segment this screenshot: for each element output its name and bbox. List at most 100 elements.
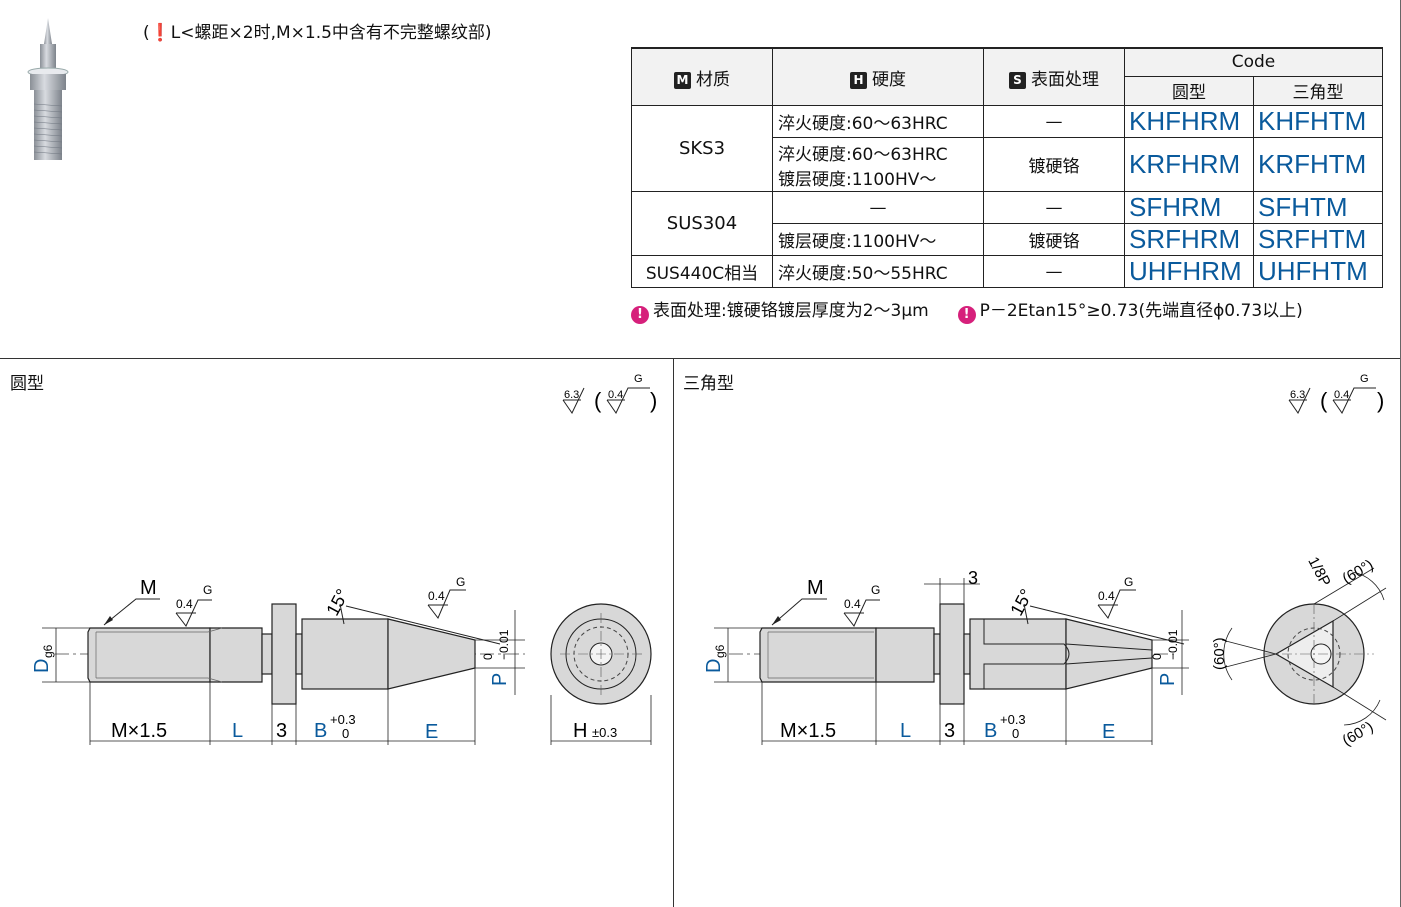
hardness-cell: 淬火硬度:50～55HRC	[772, 255, 984, 288]
surface-cell: —	[983, 191, 1125, 224]
dim-B: B	[314, 720, 327, 742]
code-cell: SRFHTM	[1253, 223, 1383, 256]
dim-3: 3	[276, 720, 287, 742]
header-code-round: 圆型	[1124, 75, 1254, 107]
surface-note: 表面处理:镀硬铬镀层厚度为2～3μm	[653, 301, 929, 321]
finish-callout: 0.4 G	[1097, 575, 1136, 619]
surface-cell: 镀硬铬	[983, 223, 1125, 256]
header-code-triangle: 三角型	[1253, 75, 1383, 107]
svg-text:G: G	[1360, 373, 1369, 385]
product-image	[27, 18, 69, 160]
dim-H: H	[573, 720, 587, 742]
round-drawing: 6.3 ( 0.4 G ) M 0.4 G 15° 0.4	[31, 373, 657, 745]
tip-tol-upper: 0	[1150, 653, 1164, 660]
dim-E: E	[425, 721, 438, 743]
header-code: Code	[1124, 46, 1383, 77]
material-cell: SUS304	[631, 191, 773, 256]
dim-B-upper: +0.3	[330, 712, 356, 727]
dim-H-tol: ±0.3	[592, 725, 617, 740]
svg-text:): )	[650, 388, 657, 413]
hardness-cell: 镀层硬度:1100HV～	[772, 223, 984, 256]
code-cell: UHFHRM	[1124, 255, 1254, 288]
tip-tol-upper: 0	[481, 653, 495, 660]
hardness-cell: 淬火硬度:60～63HRC	[772, 105, 984, 138]
tip-dimension	[475, 610, 525, 695]
svg-text:G: G	[1124, 575, 1133, 589]
code-cell: SRFHRM	[1124, 223, 1254, 256]
end-angle-2: (60°)	[1340, 556, 1377, 587]
notes: !表面处理:镀硬铬镀层厚度为2～3μm !P－2Etan15°≥0.73(先端直…	[631, 296, 1303, 324]
svg-text:0.4: 0.4	[608, 389, 623, 401]
end-view-triangle	[1221, 567, 1387, 726]
length-dimensions	[89, 668, 652, 745]
tip-note: P－2Etan15°≥0.73(先端直径ϕ0.73以上)	[979, 301, 1303, 321]
code-cell: SFHRM	[1124, 191, 1254, 224]
tip-label: P	[489, 673, 511, 686]
end-angle-1: (60°)	[1211, 637, 1228, 670]
finish-callout: 0.4 G	[427, 575, 466, 619]
dim-L: L	[900, 720, 911, 742]
surface-cell: —	[983, 255, 1125, 288]
thread-callout: M 0.4 G	[103, 577, 212, 627]
triangle-drawing: 6.3 ( 0.4 G ) M 0.4 G 3	[703, 373, 1387, 749]
dim-3: 3	[944, 720, 955, 742]
dim-B-lower: 0	[342, 726, 349, 741]
end-angle-3: (60°)	[1340, 718, 1377, 749]
svg-text:G: G	[634, 373, 643, 385]
svg-text:0.4: 0.4	[176, 597, 193, 611]
code-cell: KRFHTM	[1253, 137, 1383, 192]
tip-dimension	[1152, 610, 1189, 695]
top-dim-3	[924, 578, 980, 604]
svg-text:0.4: 0.4	[844, 597, 861, 611]
svg-text:(: (	[1320, 388, 1328, 413]
end-1-8P: 1/8P	[1304, 554, 1333, 589]
svg-text:6.3: 6.3	[1290, 389, 1305, 401]
svg-text:0.4: 0.4	[1334, 389, 1349, 401]
tip-label: P	[1157, 673, 1179, 686]
code-cell: UHFHTM	[1253, 255, 1383, 288]
tip-tol-lower: −0.01	[497, 629, 511, 660]
dim-thread: M×1.5	[111, 720, 167, 742]
hardness-badge: H	[850, 71, 867, 89]
dim-top3: 3	[968, 568, 978, 588]
end-view-round	[550, 603, 652, 705]
divider	[0, 358, 1401, 359]
dia-label: D	[31, 659, 53, 673]
dim-B-upper: +0.3	[1000, 712, 1026, 727]
dia-tol: g6	[41, 644, 55, 658]
material-cell: SKS3	[631, 105, 773, 192]
dim-L: L	[232, 720, 243, 742]
roughness-symbol: 6.3 ( 0.4 G )	[562, 373, 657, 414]
code-cell: KHFHTM	[1253, 105, 1383, 138]
tip-tol-lower: −0.01	[1166, 629, 1180, 660]
roughness-symbol: 6.3 ( 0.4 G )	[1288, 373, 1384, 414]
hardness-cell: —	[772, 191, 984, 224]
dim-thread: M×1.5	[780, 720, 836, 742]
svg-text:G: G	[871, 583, 880, 597]
warning-icon: !	[631, 306, 649, 324]
svg-text:G: G	[456, 575, 465, 589]
code-cell: KRFHRM	[1124, 137, 1254, 192]
svg-text:): )	[1377, 388, 1384, 413]
surface-cell: —	[983, 105, 1125, 138]
dim-B-lower: 0	[1012, 726, 1019, 741]
material-cell: SUS440C相当	[631, 255, 773, 288]
dia-dimension	[42, 627, 90, 683]
round-title: 圆型	[10, 374, 44, 394]
triangle-title: 三角型	[683, 374, 734, 394]
svg-text:0.4: 0.4	[1098, 589, 1115, 603]
svg-text:M: M	[807, 577, 824, 599]
dia-tol: g6	[713, 644, 727, 658]
surface-cell: 镀硬铬	[983, 137, 1125, 192]
svg-text:15°: 15°	[322, 586, 352, 619]
surface-badge: S	[1009, 71, 1026, 89]
pin-side-view	[759, 603, 1153, 705]
svg-text:G: G	[203, 583, 212, 597]
dia-label: D	[703, 659, 725, 673]
svg-text:0.4: 0.4	[428, 589, 445, 603]
